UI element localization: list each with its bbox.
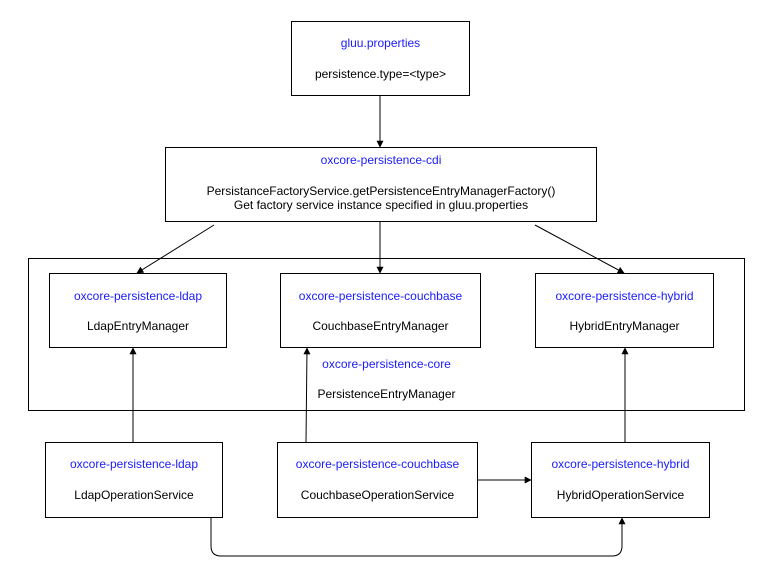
hybrid-operation-title: oxcore-persistence-hybrid xyxy=(551,457,690,471)
gluu-properties-body: persistence.type=<type> xyxy=(314,67,447,81)
edge-couchbase-op-to-couchbase-manager xyxy=(303,347,311,443)
hybrid-manager-title: oxcore-persistence-hybrid xyxy=(555,289,694,303)
ldap-manager-body: LdapEntryManager xyxy=(86,319,190,333)
edge-ldap-op-to-hybrid-op xyxy=(210,517,626,557)
cdi-body-line-2: Get factory service instance specified i… xyxy=(233,198,529,212)
cdi-title: oxcore-persistence-cdi xyxy=(320,153,442,167)
couchbase-manager-title: oxcore-persistence-couchbase xyxy=(298,289,463,303)
core-title: oxcore-persistence-core xyxy=(322,357,451,371)
ldap-operation-body: LdapOperationService xyxy=(74,488,194,502)
cdi-body-line-1: PersistanceFactoryService.getPersistence… xyxy=(206,184,556,198)
couchbase-manager-body: CouchbaseEntryManager xyxy=(312,319,449,333)
couchbase-manager-box: oxcore-persistence-couchbase CouchbaseEn… xyxy=(280,273,481,348)
edge-cdi-to-ldap-manager xyxy=(136,224,215,274)
ldap-operation-title: oxcore-persistence-ldap xyxy=(69,457,199,471)
gluu-properties-title: gluu.properties xyxy=(340,36,421,50)
cdi-box: oxcore-persistence-cdi PersistanceFactor… xyxy=(165,147,597,222)
ldap-manager-title: oxcore-persistence-ldap xyxy=(73,289,203,303)
couchbase-operation-title: oxcore-persistence-couchbase xyxy=(295,457,460,471)
couchbase-operation-body: CouchbaseOperationService xyxy=(300,488,455,502)
ldap-manager-box: oxcore-persistence-ldap LdapEntryManager xyxy=(49,273,227,348)
couchbase-operation-box: oxcore-persistence-couchbase CouchbaseOp… xyxy=(277,442,478,518)
core-container xyxy=(28,258,745,411)
core-body: PersistenceEntryManager xyxy=(317,387,456,401)
hybrid-operation-body: HybridOperationService xyxy=(556,488,685,502)
gluu-properties-box: gluu.properties persistence.type=<type> xyxy=(291,21,470,96)
edge-cdi-to-hybrid-manager xyxy=(534,224,625,274)
hybrid-operation-box: oxcore-persistence-hybrid HybridOperatio… xyxy=(531,442,710,518)
hybrid-manager-box: oxcore-persistence-hybrid HybridEntryMan… xyxy=(535,273,714,348)
hybrid-manager-body: HybridEntryManager xyxy=(569,319,680,333)
ldap-operation-box: oxcore-persistence-ldap LdapOperationSer… xyxy=(45,442,223,518)
